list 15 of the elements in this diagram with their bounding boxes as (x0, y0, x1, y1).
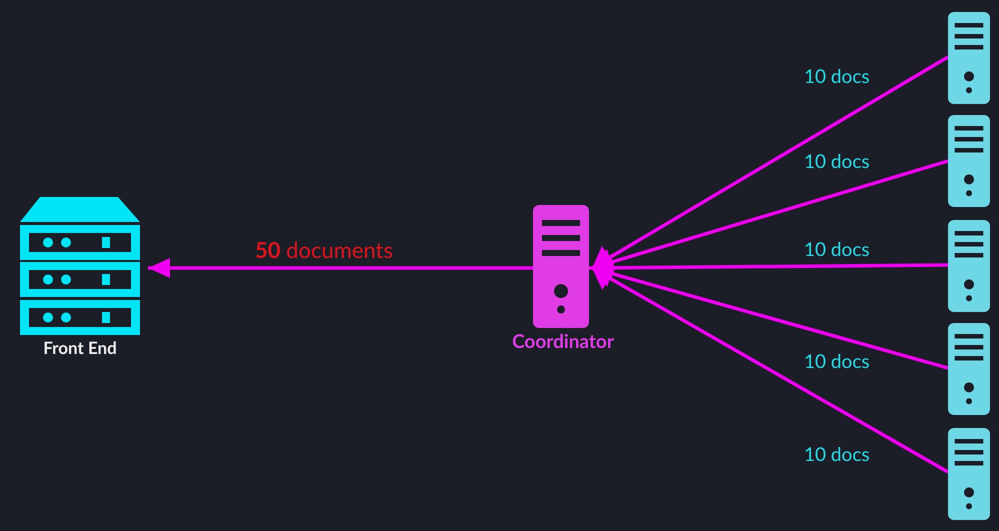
server-icon (948, 428, 990, 520)
server-icon (948, 323, 990, 415)
edge-label: 10 docs (804, 443, 870, 466)
server-icon (948, 115, 990, 207)
node-label: Coordinator (511, 330, 615, 353)
edge-label: 10 docs (804, 150, 870, 173)
arrow (591, 266, 949, 474)
arrow (591, 56, 949, 270)
server-icon (948, 220, 990, 312)
edge-label: 10 docs (804, 238, 870, 261)
server-icon (948, 12, 990, 104)
node-label: Front End (42, 337, 118, 358)
edge-label: 10 docs (804, 65, 870, 88)
edge-label: 50 documents (255, 236, 393, 263)
edge-label: 10 docs (804, 350, 870, 373)
